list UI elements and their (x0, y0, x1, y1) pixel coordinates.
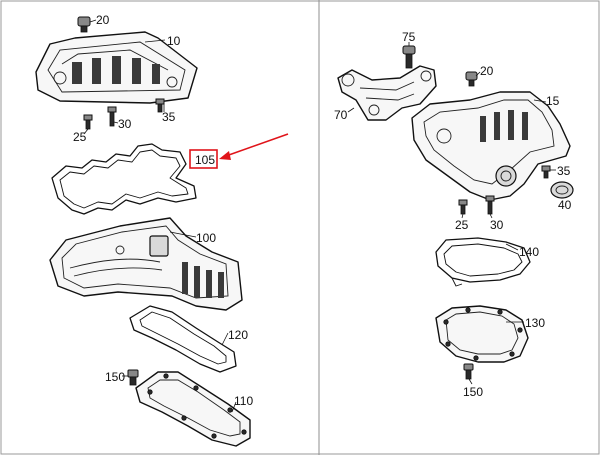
callout-30-right: 30 (490, 218, 504, 232)
callout-75: 75 (402, 30, 416, 44)
callout-40: 40 (558, 198, 572, 212)
callout-25-left: 25 (73, 130, 87, 144)
callout-labels: 20 10 25 30 35 105 100 120 150 110 75 20… (73, 13, 572, 408)
part-140-gasket[interactable] (435, 237, 531, 287)
callout-130: 130 (525, 316, 545, 330)
callout-25-right: 25 (455, 218, 469, 232)
part-15-oil-pan-upper[interactable] (411, 91, 571, 201)
part-25-left-bolt[interactable] (83, 114, 93, 130)
callout-150-right: 150 (463, 385, 483, 399)
callout-10: 10 (167, 34, 181, 48)
part-130-lower-cover[interactable] (435, 305, 529, 363)
highlight-box (189, 149, 218, 169)
part-20-left-plug[interactable] (77, 16, 91, 33)
part-150-right-drain-plug[interactable] (463, 363, 474, 380)
callout-35-right: 35 (557, 164, 571, 178)
part-120-gasket[interactable] (129, 305, 237, 373)
callout-150-left: 150 (105, 370, 125, 384)
highlight-105 (189, 133, 289, 169)
callout-100: 100 (196, 231, 216, 245)
callout-15: 15 (546, 94, 560, 108)
callout-20-right: 20 (480, 64, 494, 78)
callout-30-left: 30 (118, 117, 132, 131)
callout-35-left: 35 (162, 110, 176, 124)
part-75-bolt[interactable] (402, 45, 416, 69)
part-110-oil-pan-lower[interactable] (135, 371, 251, 447)
callout-120: 120 (228, 328, 248, 342)
callout-140: 140 (519, 245, 539, 259)
part-10-upper-oil-pan[interactable] (35, 31, 198, 104)
callout-20-left: 20 (96, 13, 110, 27)
part-25-right-bolt[interactable] (458, 199, 468, 215)
callout-105: 105 (195, 153, 215, 167)
part-105-gasket[interactable] (51, 143, 197, 215)
part-30-left-bolt[interactable] (107, 106, 117, 127)
part-35-left-bolt[interactable] (155, 98, 165, 113)
part-35-right-bolt[interactable] (541, 165, 551, 179)
part-150-left-drain-plug[interactable] (127, 369, 139, 386)
leader-lines (83, 19, 564, 413)
part-30-right-bolt[interactable] (485, 195, 495, 215)
callout-110: 110 (234, 394, 253, 408)
highlight-arrow (225, 133, 289, 157)
part-20-right-plug[interactable] (465, 71, 478, 87)
part-100-oil-pan[interactable] (49, 217, 243, 311)
callout-70: 70 (334, 108, 348, 122)
part-40-seal-ring[interactable] (550, 181, 574, 199)
part-70-bracket[interactable] (337, 65, 437, 121)
highlight-arrowhead (219, 151, 231, 160)
